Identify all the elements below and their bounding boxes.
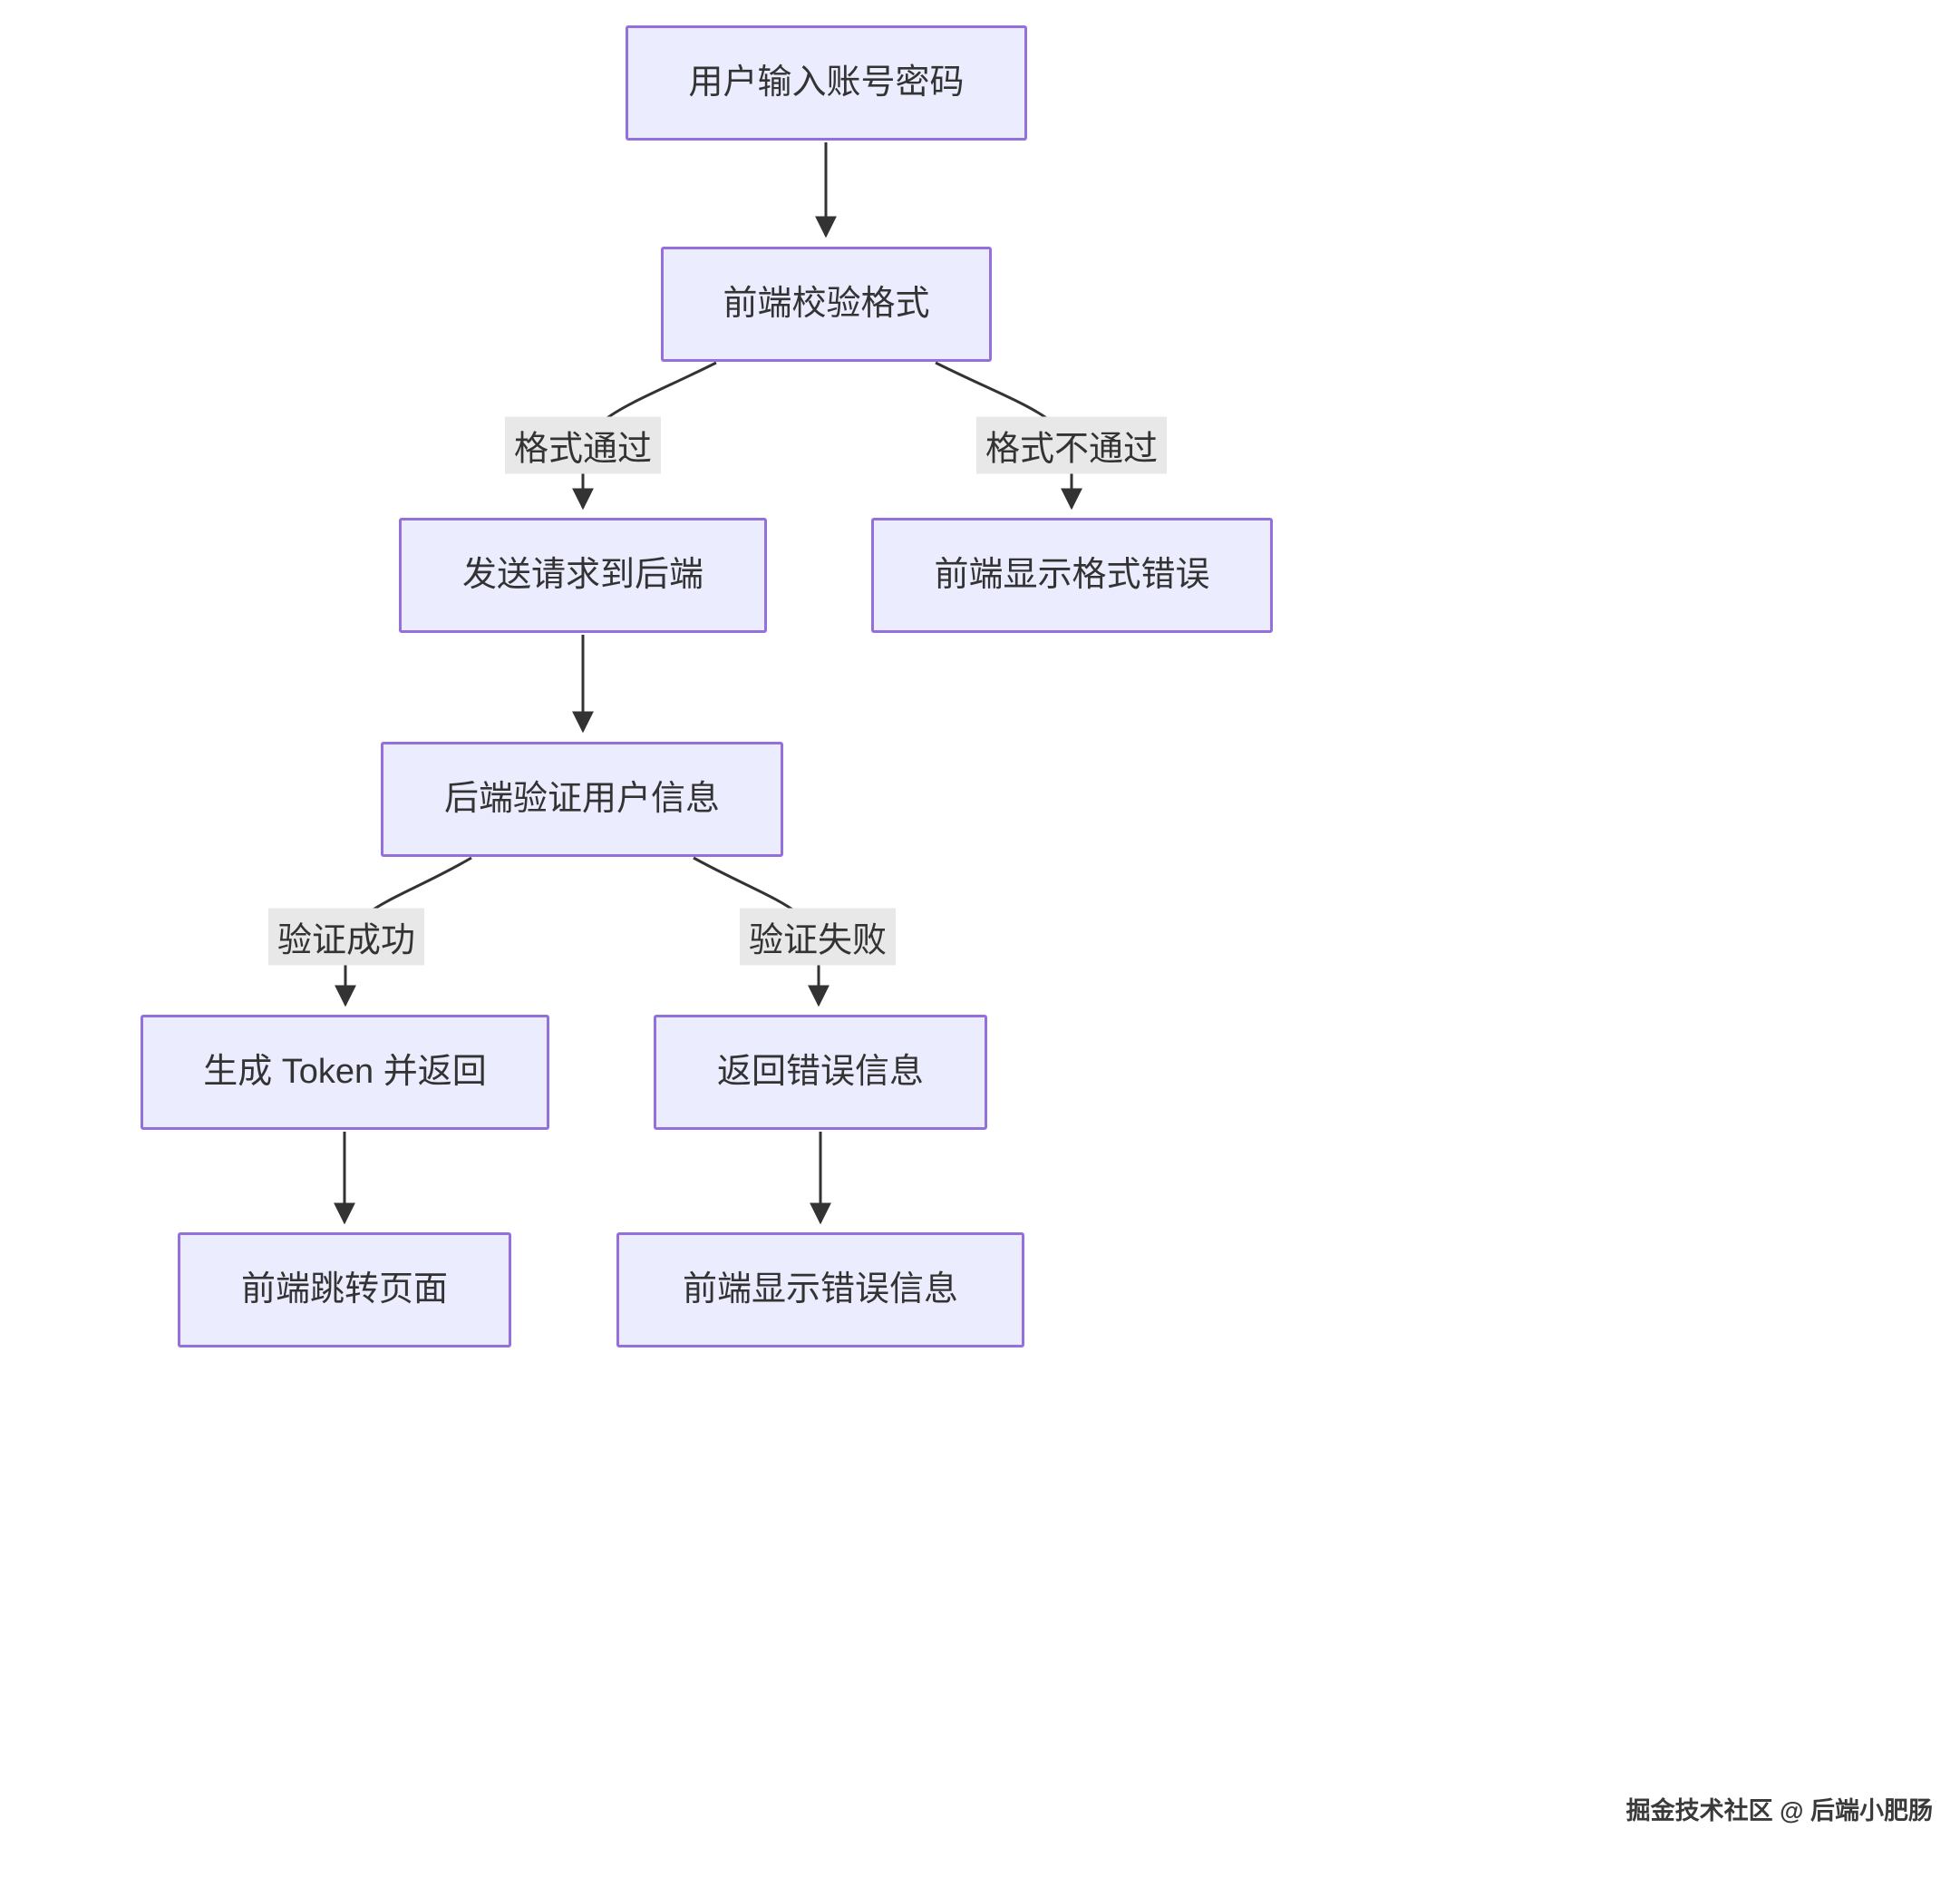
node-label: 生成 Token 并返回 xyxy=(203,1052,487,1091)
node-label: 前端校验格式 xyxy=(723,284,930,323)
edge-label-format-fail: 格式不通过 xyxy=(975,416,1168,474)
node-frontend-redirect: 前端跳转页面 xyxy=(178,1232,511,1347)
node-backend-verify: 后端验证用户信息 xyxy=(381,742,783,857)
edge-label-format-pass: 格式通过 xyxy=(504,416,662,474)
node-label: 前端跳转页面 xyxy=(240,1270,448,1308)
node-label: 用户输入账号密码 xyxy=(688,63,965,102)
node-show-format-error: 前端显示格式错误 xyxy=(871,518,1273,633)
node-return-error: 返回错误信息 xyxy=(654,1015,987,1130)
node-generate-token: 生成 Token 并返回 xyxy=(141,1015,549,1130)
node-label: 前端显示错误信息 xyxy=(682,1270,958,1308)
node-label: 前端显示格式错误 xyxy=(934,555,1210,594)
node-label: 后端验证用户信息 xyxy=(443,779,720,818)
node-frontend-validate: 前端校验格式 xyxy=(661,247,992,362)
edge-label-verify-success: 验证成功 xyxy=(267,908,425,966)
node-send-request: 发送请求到后端 xyxy=(399,518,767,633)
node-label: 返回错误信息 xyxy=(716,1052,924,1091)
node-show-error-message: 前端显示错误信息 xyxy=(616,1232,1024,1347)
node-label: 发送请求到后端 xyxy=(461,555,703,594)
watermark: 掘金技术社区 @ 后端小肥肠 xyxy=(1625,1797,1933,1824)
edge-label-verify-fail: 验证失败 xyxy=(739,908,897,966)
node-user-input: 用户输入账号密码 xyxy=(626,25,1027,141)
